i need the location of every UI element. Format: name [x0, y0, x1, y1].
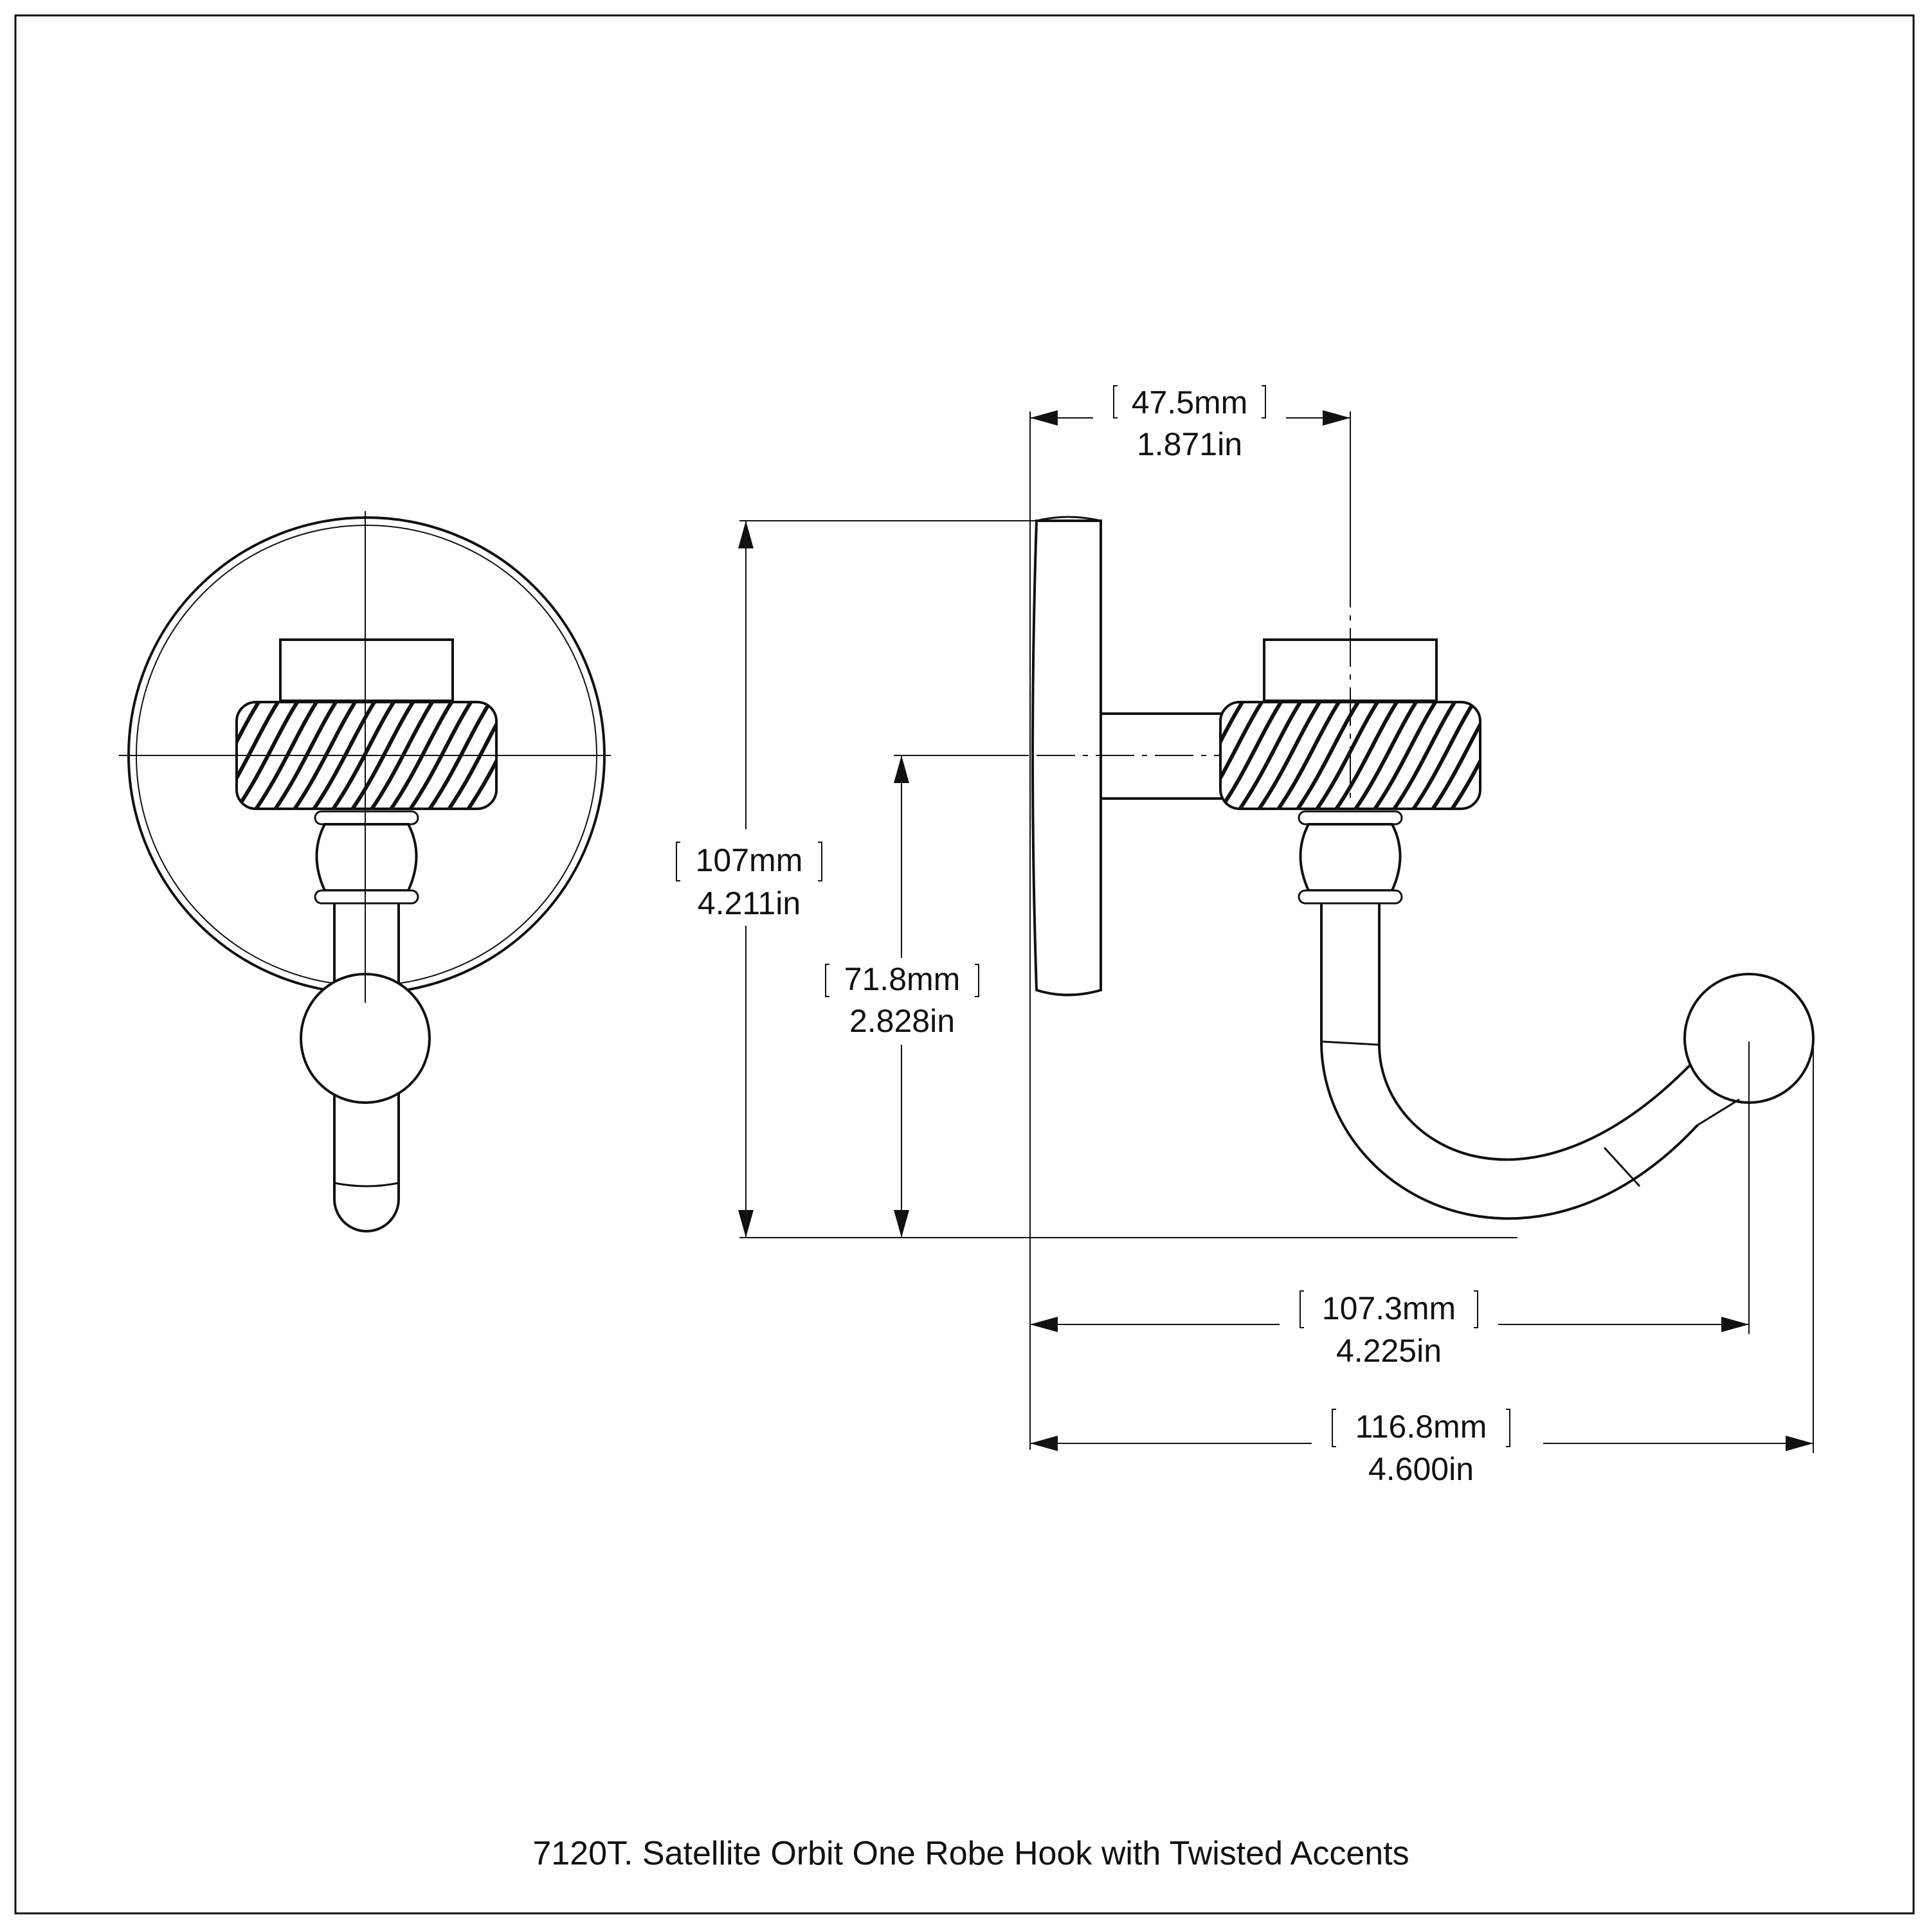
side-hook-joint-mid [1603, 1146, 1641, 1187]
dim-projection-bracket-left [1113, 385, 1118, 419]
side-hook-outer [1320, 903, 1699, 1220]
dim-depth-mm: 116.8mm [1355, 1409, 1487, 1445]
dim-projection-mm: 47.5mm [1132, 384, 1248, 420]
dim-mount-in: 2.828in [849, 1003, 955, 1039]
dim-height-bracket-right [818, 842, 822, 881]
side-backplate-top [1036, 516, 1101, 522]
dim-projection-in: 1.871in [1137, 426, 1242, 462]
dim-depth-arrow-right [1786, 1436, 1813, 1451]
dim-height-bracket-left [676, 842, 680, 881]
dim-projection-arrow-left [1030, 410, 1058, 426]
front-hook-tip-line [334, 1182, 399, 1187]
dim-height-arrow-top [738, 521, 754, 548]
dim-depth-bracket-right [1506, 1409, 1510, 1447]
dim-mount-bracket-right [975, 964, 979, 997]
side-hook-joint-top [1321, 1040, 1380, 1046]
dim-projection-bracket-right [1262, 385, 1266, 419]
dim-reach-bracket-left [1300, 1290, 1304, 1328]
dim-mount-mm: 71.8mm [844, 961, 961, 997]
page-border [14, 14, 1915, 1915]
front-collar-top [314, 810, 419, 826]
side-backplate [1031, 519, 1102, 997]
dim-depth-in: 4.600in [1368, 1451, 1474, 1487]
drawing-caption: 7120T. Satellite Orbit One Robe Hook wit… [532, 1835, 1409, 1872]
side-hook-inner [1378, 903, 1692, 1161]
side-view [1031, 516, 1815, 1220]
side-collar-top [1298, 810, 1403, 826]
front-bead [315, 823, 418, 892]
dim-reach-mm: 107.3mm [1322, 1290, 1456, 1326]
dim-depth-bracket-left [1332, 1409, 1336, 1447]
dim-reach-arrow-right [1721, 1317, 1749, 1332]
dim-mount-arrow-bottom [894, 1210, 909, 1238]
dimensions: 47.5mm 1.871in 107mm 4.211in 71.8mm 2.82… [676, 384, 1814, 1487]
dim-reach-in: 4.225in [1336, 1333, 1442, 1369]
side-hook-ball-neck [1697, 1098, 1740, 1126]
dim-reach-arrow-left [1030, 1317, 1058, 1332]
dim-projection-arrow-right [1323, 410, 1350, 426]
dim-height-mm: 107mm [696, 842, 803, 878]
front-view [119, 511, 611, 1232]
dim-height-in: 4.211in [698, 885, 801, 921]
dim-reach-bracket-right [1474, 1290, 1478, 1328]
dim-mount-arrow-top [894, 755, 909, 783]
dim-mount-bracket-left [825, 964, 829, 997]
front-post [279, 638, 454, 702]
front-collar-bottom [314, 889, 419, 905]
dim-depth-arrow-left [1030, 1436, 1058, 1451]
side-collar-bottom [1298, 889, 1403, 905]
dim-height-arrow-bottom [738, 1210, 754, 1238]
side-bead [1299, 823, 1402, 892]
